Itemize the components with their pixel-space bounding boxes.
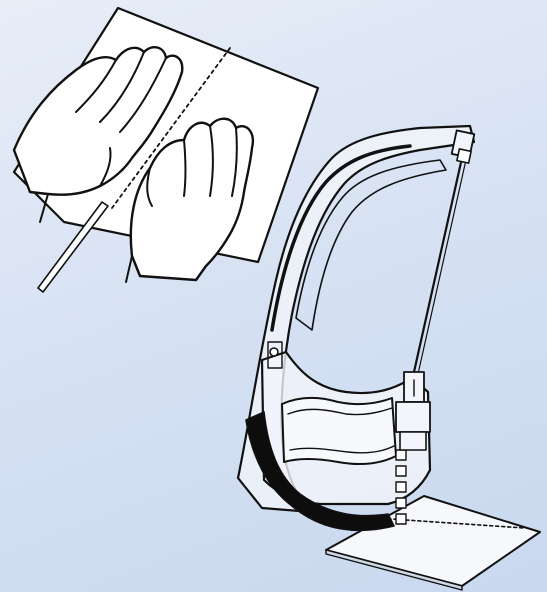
hands-folding-paper-panel: [14, 8, 318, 292]
cut-sheet: [326, 496, 540, 586]
frame-screw-icon: [270, 348, 278, 356]
blade-tensioner-icon: [452, 130, 475, 163]
handle-grip-opening: [282, 398, 396, 464]
hacksaw-panel: [238, 126, 540, 590]
